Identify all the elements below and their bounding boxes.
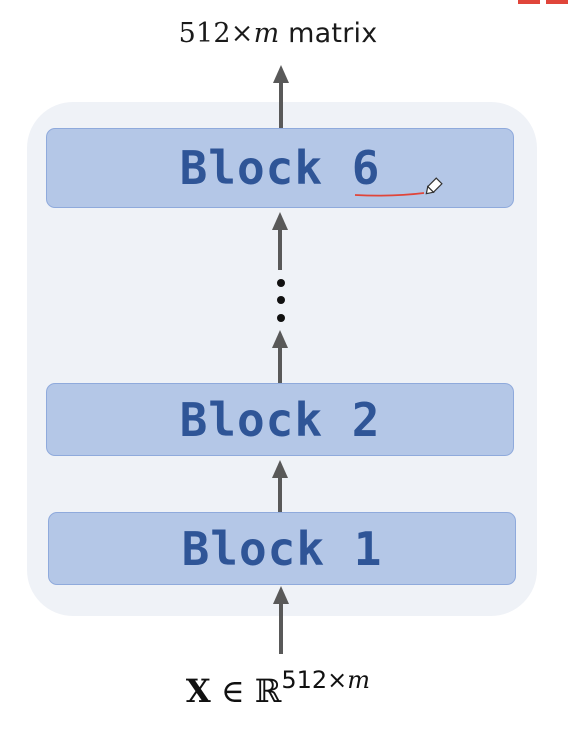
block-6-label: Block 6	[179, 141, 381, 195]
block-6: Block 6	[46, 128, 514, 208]
input-label: X ∈ ℝ512×m	[0, 666, 556, 710]
input-relation: ∈	[210, 672, 255, 710]
block-2-label: Block 2	[179, 392, 381, 447]
arrow-block-6-to-output-head	[273, 65, 289, 83]
corner-mark-segment	[518, 0, 540, 4]
block-2: Block 2	[46, 383, 514, 456]
output-variable: m	[253, 18, 280, 49]
input-exponent: 512×m	[281, 666, 370, 694]
input-exponent-number: 512×	[281, 666, 348, 694]
input-exponent-variable: m	[347, 666, 371, 694]
corner-mark	[516, 0, 568, 5]
block-1: Block 1	[48, 512, 516, 585]
corner-mark-segment	[546, 0, 568, 4]
output-suffix: matrix	[279, 18, 378, 49]
input-space: ℝ	[254, 672, 282, 710]
output-label: 512×m matrix	[0, 18, 556, 49]
block-1-label: Block 1	[181, 521, 383, 576]
output-dimension: 512×	[178, 18, 254, 49]
input-symbol: X	[185, 672, 211, 710]
